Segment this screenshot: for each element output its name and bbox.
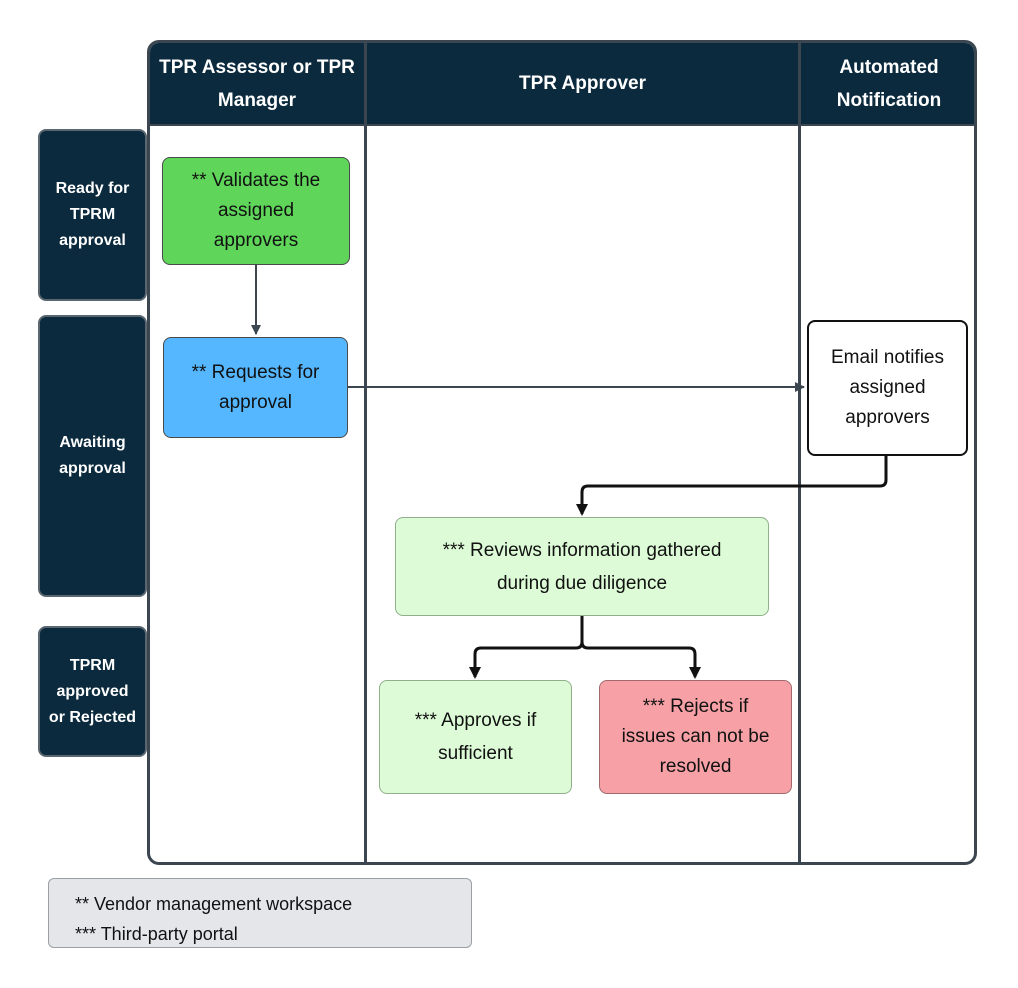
stage-ready-for-approval: Ready for TPRM approval (38, 129, 147, 301)
arrow-email-to-review (576, 456, 888, 516)
header-rule (150, 124, 974, 126)
node-approves: *** Approves if sufficient (379, 680, 572, 794)
lane-header-assessor: TPR Assessor or TPR Manager (150, 43, 364, 124)
node-validates-approvers: ** Validates the assigned approvers (162, 157, 350, 265)
node-rejects: *** Rejects if issues can not be resolve… (599, 680, 792, 794)
lane-header-notification: Automated Notification (801, 43, 974, 124)
node-email-notifies: Email notifies assigned approvers (807, 320, 968, 456)
node-reviews-information: *** Reviews information gathered during … (395, 517, 769, 616)
node-requests-approval: ** Requests for approval (163, 337, 348, 438)
lane-divider-2 (798, 43, 801, 862)
stage-approved-or-rejected: TPRM approved or Rejected (38, 626, 147, 757)
stage-awaiting-approval: Awaiting approval (38, 315, 147, 597)
arrow-review-to-approve (469, 616, 584, 679)
lane-divider-1 (364, 43, 367, 862)
arrow-review-to-reject (580, 641, 701, 679)
legend: ** Vendor management workspace *** Third… (48, 878, 472, 948)
lane-header-approver: TPR Approver (367, 43, 798, 124)
legend-portal: *** Third-party portal (75, 924, 238, 944)
legend-workspace: ** Vendor management workspace (75, 894, 353, 914)
